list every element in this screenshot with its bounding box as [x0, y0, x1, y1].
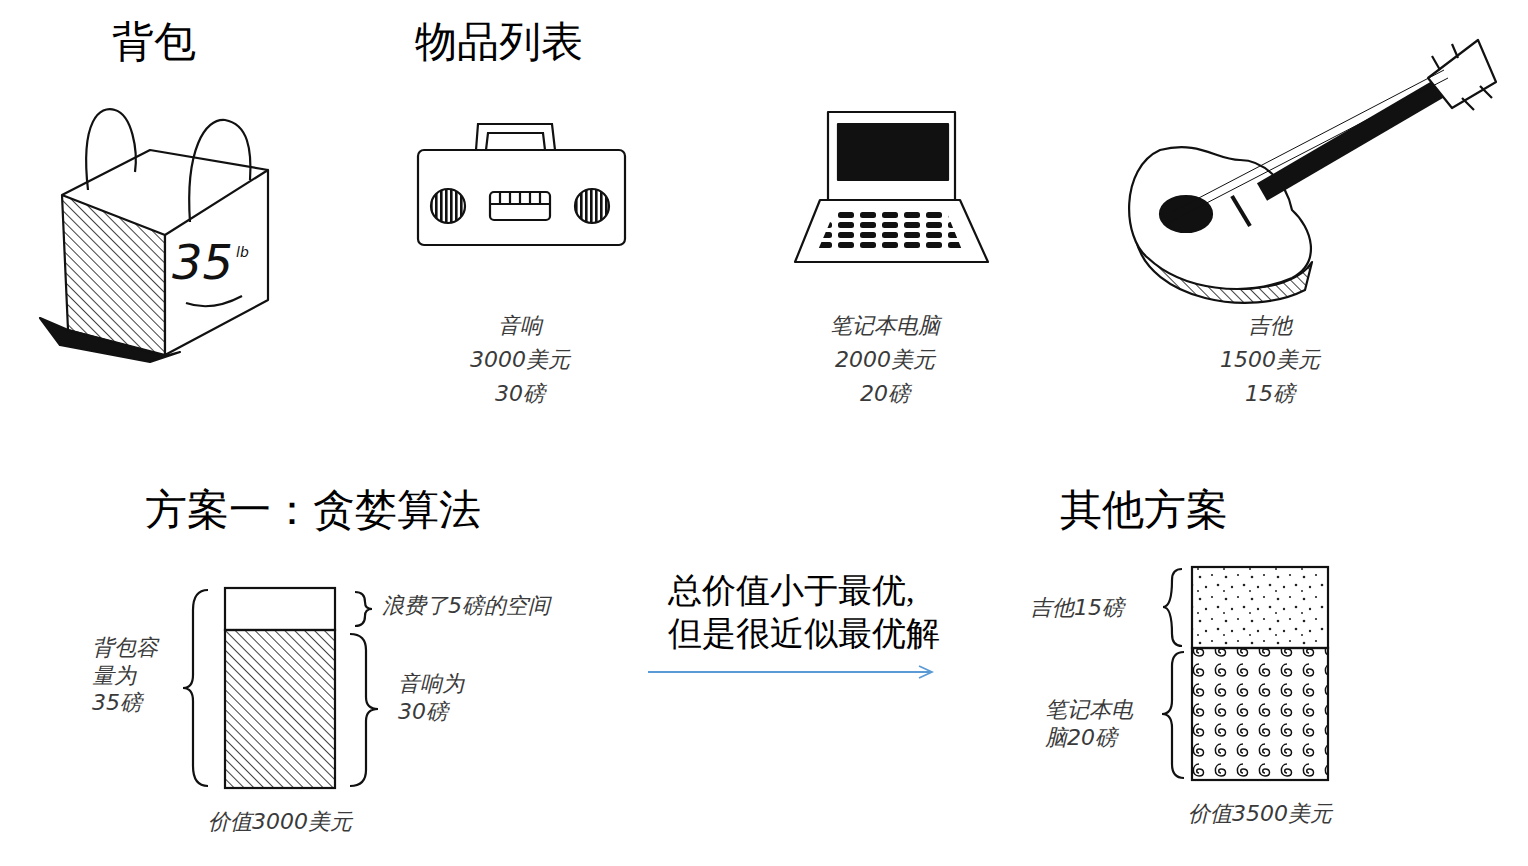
bag-handle [86, 109, 136, 190]
item-weight: 30磅 [495, 380, 545, 408]
guitar-strings [1170, 70, 1448, 222]
section-title: 背包 [112, 16, 196, 69]
wasted-space-note: 浪费了5磅的空间 [382, 592, 550, 620]
item-price: 2000美元 [835, 346, 935, 374]
empty-space [225, 588, 335, 630]
laptop-display [838, 124, 948, 180]
speaker-drawing [418, 124, 625, 245]
other-bar [1162, 567, 1328, 780]
item-weight: 20磅 [860, 380, 910, 408]
bag-right-face [165, 170, 268, 355]
scheme-panel: 其他方案价值3500美元 [935, 478, 1375, 858]
edge-label: 总价值小于最优, 但是很近似最优解 [668, 570, 953, 655]
speaker-panel [490, 192, 550, 220]
guitar-pegs [1432, 44, 1492, 110]
unit-label: lb [236, 244, 249, 262]
section-title: 物品列表 [415, 16, 583, 69]
capacity-note: 背包容量为35磅 [92, 634, 159, 717]
speaker-cone [575, 189, 609, 223]
bag-handle [189, 120, 250, 222]
block-label: 音响为30磅 [398, 670, 465, 725]
section-title: 其他方案 [1060, 484, 1228, 537]
total-value: 价值3500美元 [1188, 800, 1332, 828]
brace [355, 592, 372, 626]
item-name: 音响 [498, 312, 542, 340]
speaker-handle [476, 124, 555, 150]
brace [1162, 652, 1184, 778]
laptop-drawing [795, 112, 988, 262]
speaker-block [225, 630, 335, 788]
guitar-drawing [1129, 40, 1496, 303]
bag-top-edge [62, 150, 268, 195]
block-label: 吉他15磅 [1030, 594, 1124, 622]
scheme-panel: 方案一：贪婪算法价值3000美元 [140, 478, 645, 858]
item-price: 1500美元 [1220, 346, 1320, 374]
bag-left-face [62, 195, 165, 355]
total-value: 价值3000美元 [208, 808, 352, 836]
section-title: 方案一：贪婪算法 [145, 484, 481, 537]
item-name: 笔记本电脑 [830, 312, 940, 340]
bag-drawing [40, 109, 268, 362]
speaker-body [418, 150, 625, 245]
laptop-screen [828, 112, 955, 200]
arrow-connector [648, 671, 932, 673]
speaker-panel-lines [490, 192, 550, 204]
capacity-number: 35 [172, 232, 233, 292]
speaker-cone [431, 189, 465, 223]
item-weight: 15磅 [1245, 380, 1295, 408]
item-price: 3000美元 [470, 346, 570, 374]
guitar-bridge [1232, 196, 1250, 226]
guitar-neck [1262, 88, 1440, 192]
laptop-base [795, 200, 988, 262]
item-name: 吉他 [1248, 312, 1292, 340]
block-label: 笔记本电脑20磅 [1045, 696, 1135, 751]
laptop-keys [818, 208, 962, 250]
greedy-bar [183, 588, 378, 788]
brace [350, 634, 378, 786]
laptop-block [1192, 648, 1328, 780]
brace [183, 590, 208, 786]
bag-underline [186, 296, 242, 306]
guitar-head [1428, 40, 1496, 108]
brace [1163, 569, 1182, 646]
guitar-block [1192, 567, 1328, 648]
